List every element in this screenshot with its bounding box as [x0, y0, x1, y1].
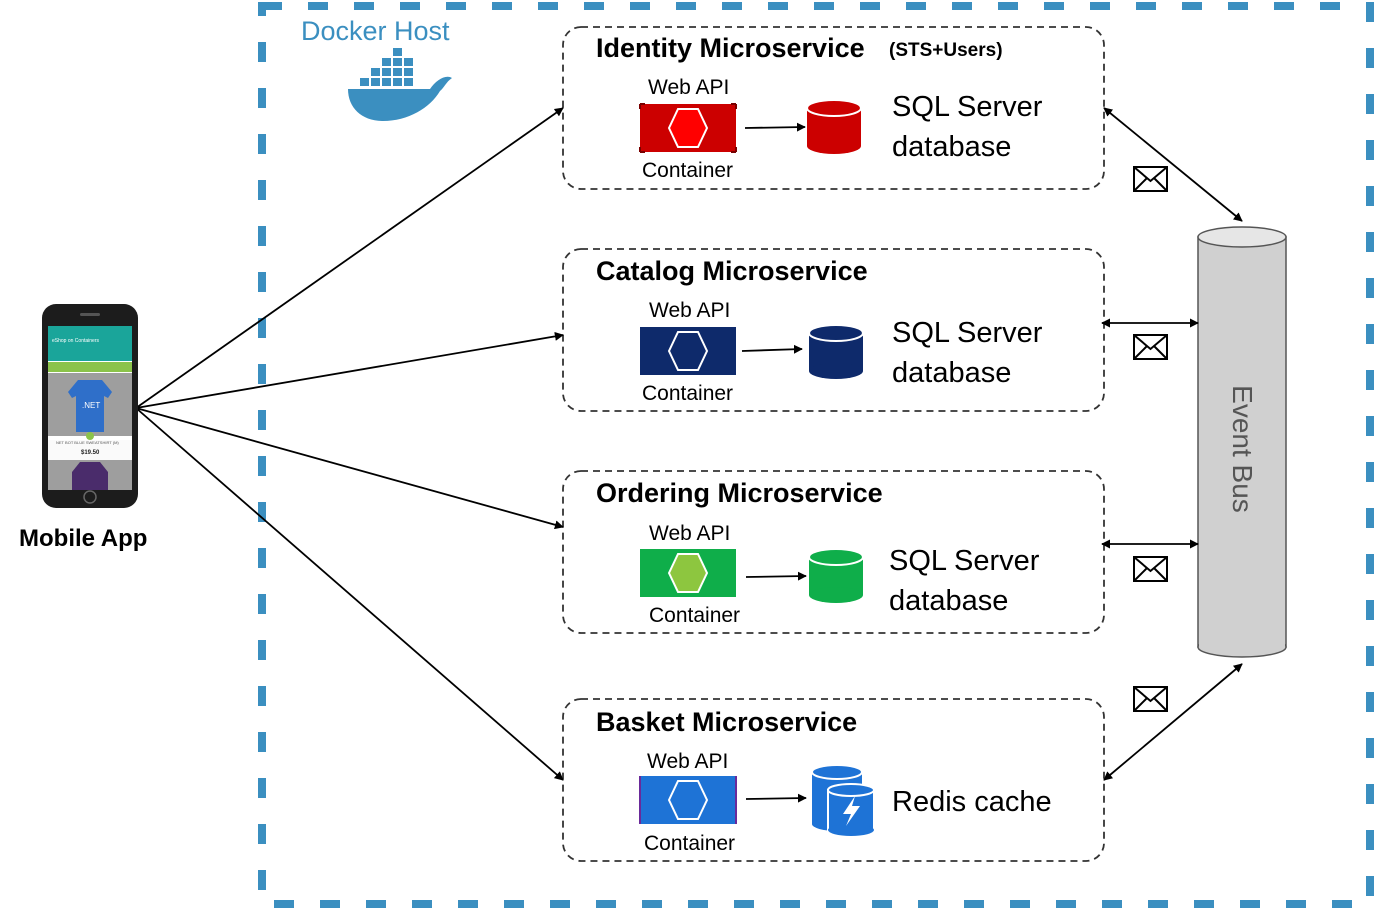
- catalog-store-line1: SQL Server: [892, 317, 1043, 349]
- identity-message-icon: [1133, 166, 1168, 192]
- basket-store-label: Redis cache: [892, 786, 1052, 818]
- catalog-container-label: Container: [642, 382, 734, 405]
- app-to-catalog-arrow: [135, 331, 564, 409]
- phone-app-title: eShop on Containers: [52, 338, 99, 344]
- catalog-internal-arrow: [741, 344, 803, 354]
- catalog-database-icon: [808, 324, 864, 379]
- identity-container-label: Container: [642, 159, 734, 182]
- docker-host-title: Docker Host: [301, 16, 450, 46]
- app-to-basket-arrow: [135, 407, 564, 781]
- catalog-container-icon: [640, 327, 736, 375]
- basket-bus-arrow: [1103, 663, 1243, 781]
- ordering-service-title: Ordering Microservice: [596, 478, 883, 508]
- phone-product-name: NET BOT BLUE SWEATSHIRT (M): [56, 440, 119, 445]
- event-bus-label: Event Bus: [1227, 385, 1258, 513]
- identity-internal-arrow: [744, 122, 806, 132]
- basket-message-icon: [1133, 686, 1168, 712]
- ordering-internal-arrow: [745, 571, 807, 581]
- phone-product-price: $19.50: [81, 450, 100, 456]
- basket-container-label: Container: [644, 832, 736, 855]
- app-to-ordering-arrow: [135, 407, 564, 530]
- docker-host-boundary: [258, 2, 1374, 908]
- mobile-phone-icon: [42, 304, 138, 508]
- basket-service-box: [562, 698, 1105, 862]
- ordering-store-line2: database: [889, 585, 1009, 617]
- ordering-web-api-label: Web API: [649, 522, 731, 545]
- catalog-web-api-label: Web API: [649, 299, 731, 322]
- redis-cache-icon: [811, 764, 875, 836]
- phone-logo-text: .NET: [82, 401, 101, 410]
- catalog-message-icon: [1133, 334, 1168, 360]
- mobile-app-label: Mobile App: [19, 525, 148, 552]
- ordering-container-label: Container: [649, 604, 741, 627]
- basket-container-icon: [639, 776, 737, 824]
- ordering-container-icon: [640, 549, 736, 597]
- identity-service-title: Identity Microservice: [596, 33, 865, 63]
- ordering-store-line1: SQL Server: [889, 545, 1040, 577]
- identity-database-icon: [806, 99, 862, 154]
- catalog-service-title: Catalog Microservice: [596, 256, 868, 286]
- catalog-service-box: [562, 248, 1105, 412]
- app-to-identity-arrow: [135, 107, 564, 409]
- ordering-service-box: [562, 470, 1105, 634]
- event-bus-cylinder: [1197, 226, 1287, 658]
- identity-service-subtitle: (STS+Users): [889, 40, 1003, 61]
- docker-whale-icon: [348, 48, 452, 121]
- identity-web-api-label: Web API: [648, 76, 730, 99]
- basket-web-api-label: Web API: [647, 750, 729, 773]
- identity-store-line2: database: [892, 131, 1012, 163]
- identity-bus-arrow: [1103, 107, 1243, 222]
- basket-internal-arrow: [745, 793, 807, 803]
- identity-store-line1: SQL Server: [892, 91, 1043, 123]
- basket-service-title: Basket Microservice: [596, 707, 858, 737]
- identity-container-icon: [639, 103, 737, 153]
- identity-service-box: [562, 26, 1105, 190]
- catalog-store-line2: database: [892, 357, 1012, 389]
- ordering-database-icon: [808, 548, 864, 603]
- ordering-message-icon: [1133, 556, 1168, 582]
